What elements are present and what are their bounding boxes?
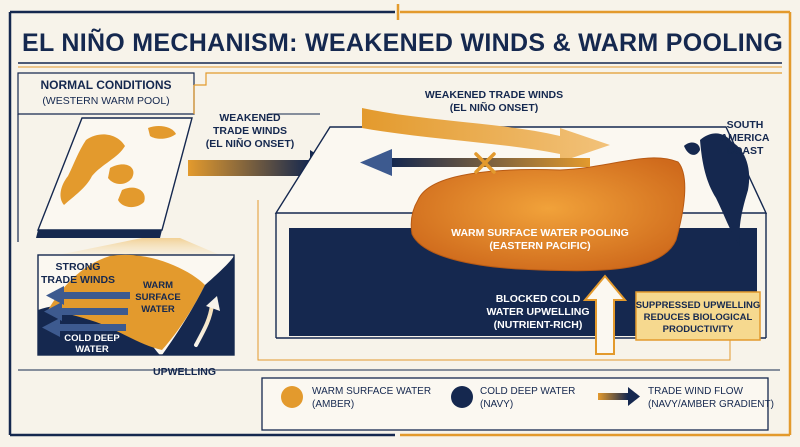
legend-warm-swatch <box>281 386 303 408</box>
coast-label-1: SOUTH <box>727 119 764 131</box>
transition-label-3: (EL NIÑO ONSET) <box>206 137 294 150</box>
legend-wind-arrow-icon <box>598 387 640 406</box>
legend: WARM SURFACE WATER (AMBER) COLD DEEP WAT… <box>261 377 774 431</box>
blocked-label-1: BLOCKED COLD <box>496 293 581 305</box>
warm-water-label-2: SURFACE <box>135 292 180 303</box>
page-title: EL NIÑO MECHANISM: WEAKENED WINDS & WARM… <box>22 27 783 57</box>
blocked-label-2: WATER UPWELLING <box>486 306 589 318</box>
warm-water-label-3: WATER <box>141 304 175 315</box>
coast-label-3: COAST <box>727 145 764 157</box>
asia-landmass <box>60 134 125 205</box>
blocked-upwelling-arrow <box>582 274 628 355</box>
japan-landmass <box>148 126 176 139</box>
warm-pool <box>410 157 686 272</box>
reversed-wind-arrow <box>360 149 590 176</box>
strong-winds-label-2: TRADE WINDS <box>41 274 115 286</box>
weakened-trade-wind-arrow <box>362 108 610 162</box>
south-america-landmass <box>700 133 750 246</box>
pool-label-1: WARM SURFACE WATER POOLING <box>451 227 629 239</box>
upwelling-arrow <box>194 303 214 347</box>
legend-cold-label-2: (NAVY) <box>480 399 513 410</box>
australia-landmass <box>118 187 145 208</box>
legend-warm-label-1: WARM SURFACE WATER <box>312 386 431 397</box>
suppressed-label-1: SUPPRESSED UPWELLING <box>636 300 761 311</box>
legend-cold-swatch <box>451 386 473 408</box>
el-nino-winds-label-1: WEAKENED TRADE WINDS <box>425 89 563 101</box>
legend-cold-label-1: COLD DEEP WATER <box>480 386 575 397</box>
normal-detail-box <box>37 254 235 356</box>
indonesia-landmass <box>108 164 134 184</box>
zoom-cone <box>58 238 220 255</box>
legend-wind-label-1: TRADE WIND FLOW <box>648 386 744 397</box>
transition-label-1: WEAKENED <box>219 112 281 124</box>
transition-label-2: TRADE WINDS <box>213 125 287 137</box>
outer-frame <box>8 4 792 437</box>
suppressed-upwelling-box: SUPPRESSED UPWELLING REDUCES BIOLOGICAL … <box>635 291 761 341</box>
normal-conditions-heading: NORMAL CONDITIONS (WESTERN WARM POOL) <box>40 78 171 107</box>
normal-map-card <box>36 117 193 238</box>
suppressed-label-2: REDUCES BIOLOGICAL <box>644 312 753 323</box>
legend-warm-label-2: (AMBER) <box>312 399 354 410</box>
blocked-x-icon <box>474 152 496 174</box>
suppressed-label-3: PRODUCTIVITY <box>663 324 734 335</box>
coast-label-2: AMERICA <box>721 132 770 144</box>
warm-water-label-1: WARM <box>143 280 173 291</box>
blocked-label-3: (NUTRIENT-RICH) <box>494 319 583 331</box>
normal-subheading: (WESTERN WARM POOL) <box>42 95 169 107</box>
pool-label-2: (EASTERN PACIFIC) <box>489 240 590 252</box>
legend-wind-label-2: (NAVY/AMBER GRADIENT) <box>648 399 774 410</box>
strong-trade-wind-arrows <box>42 286 130 337</box>
warm-surface-water-area <box>48 254 205 350</box>
upwelling-label: UPWELLING <box>153 366 216 378</box>
normal-heading: NORMAL CONDITIONS <box>40 78 171 92</box>
el-nino-winds-label-2: (EL NIÑO ONSET) <box>450 101 538 114</box>
cold-water-label-1: COLD DEEP <box>64 333 120 344</box>
strong-winds-label-1: STRONG <box>56 261 101 273</box>
cold-water-label-2: WATER <box>75 344 109 355</box>
